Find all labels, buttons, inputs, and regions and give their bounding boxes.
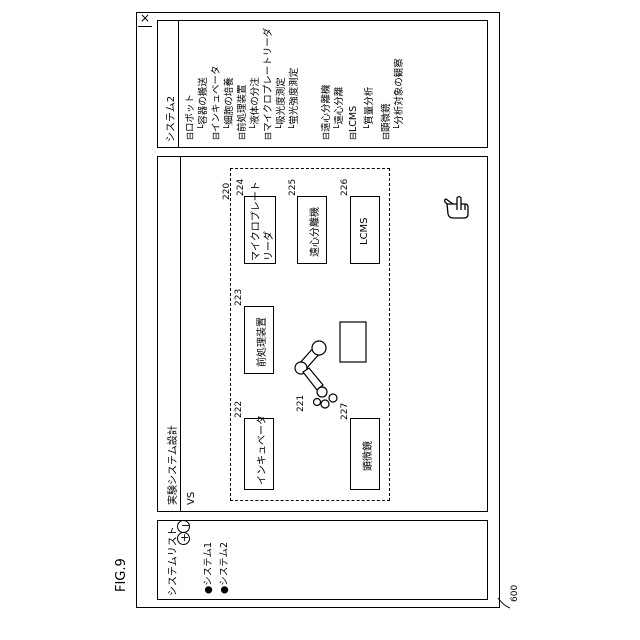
vs-label: VS <box>186 492 197 505</box>
device-ref-label: 222 <box>234 401 244 418</box>
system-list-item[interactable]: ●システム1 <box>200 542 214 594</box>
tree-item[interactable]: ⊟ロボット <box>182 94 196 140</box>
robot-ref-label: 221 <box>296 395 306 412</box>
device-ref-label: 225 <box>288 179 298 196</box>
pretreatment-box[interactable]: 前処理装置 <box>244 306 274 374</box>
tree-item[interactable]: └遠心分離 <box>331 87 345 140</box>
plus-icon: + <box>180 531 189 544</box>
microplate-reader-box[interactable]: マイクロプレート リーダ <box>244 196 276 264</box>
ref-leader-line <box>496 596 516 616</box>
device-ref-label: 223 <box>234 289 244 306</box>
pretreatment-label: 前処理装置 <box>253 317 268 367</box>
tree-panel-title: システム2 <box>162 96 177 142</box>
tree-item[interactable]: ⊟マイクロプレートリーダ <box>260 28 274 140</box>
incubator-box[interactable]: インキュベータ <box>244 418 274 490</box>
system-list-item[interactable]: ●システム2 <box>216 542 230 594</box>
centrifuge-label: 遠心分離機 <box>306 207 321 257</box>
tree-item[interactable]: ⊟インキュベータ <box>208 66 222 140</box>
lcms-label: LCMS <box>359 217 370 245</box>
close-icon: × <box>140 11 150 25</box>
device-ref-label: 226 <box>340 179 350 196</box>
microplate-reader-label: リーダ <box>260 231 275 261</box>
lcms-box[interactable]: LCMS <box>350 196 380 264</box>
remove-system-button[interactable]: − <box>177 520 190 533</box>
device-ref-label: 224 <box>236 179 246 196</box>
tree-item[interactable]: ⊟遠心分離機 <box>318 85 332 140</box>
tree-panel-divider <box>178 20 179 148</box>
tree-item[interactable]: └吸光度測定 <box>273 77 287 140</box>
tree-item[interactable]: ⊟前処理装置 <box>234 85 248 140</box>
incubator-label: インキュベータ <box>253 415 268 485</box>
tree-item[interactable]: └質量分析 <box>361 87 375 140</box>
figure-label: FIG.9 <box>114 558 129 592</box>
tree-item[interactable]: └分析対象の観察 <box>391 58 405 140</box>
tree-item[interactable]: └細胞の培養 <box>221 77 235 140</box>
design-panel-title: 実験システム設計 <box>164 425 179 505</box>
tree-item[interactable]: ⊟LCMS <box>348 106 359 140</box>
centrifuge-box[interactable]: 遠心分離機 <box>297 196 327 264</box>
hand-pointer-icon <box>443 192 473 222</box>
minus-icon: − <box>181 519 190 532</box>
add-system-button[interactable]: + <box>177 532 190 545</box>
design-panel-divider <box>180 156 181 512</box>
microscope-label: 顕微鏡 <box>359 441 374 471</box>
tree-item[interactable]: └蛍光強度測定 <box>286 68 300 140</box>
group-ref-label: 220 <box>222 183 232 200</box>
tree-item[interactable]: ⊟顕微鏡 <box>378 104 392 140</box>
close-button[interactable]: × <box>138 12 152 27</box>
tree-item[interactable]: └液体の分注 <box>247 77 261 140</box>
tree-item[interactable]: └容器の搬送 <box>195 77 209 140</box>
microscope-box[interactable]: 顕微鏡 <box>350 418 380 490</box>
